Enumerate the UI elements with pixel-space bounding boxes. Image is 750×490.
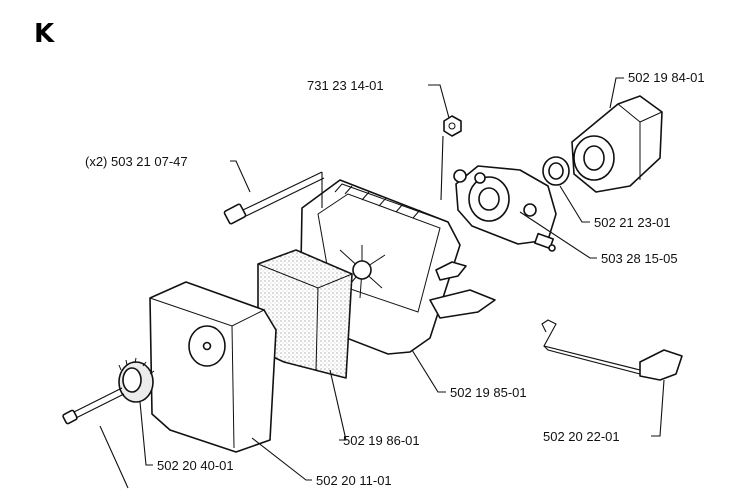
intake-flange [571, 95, 663, 193]
choke-rod [541, 319, 683, 381]
label-intake-flange: 502 19 84-01 [628, 70, 705, 85]
label-knob: 502 20 40-01 [157, 458, 234, 473]
label-filter-insert: 502 19 86-01 [343, 433, 420, 448]
screw-lower [62, 387, 125, 425]
label-carburetor: 503 28 15-05 [601, 251, 678, 266]
section-letter: K [34, 19, 55, 49]
gasket [542, 156, 570, 186]
nut [443, 115, 462, 137]
label-gasket: 502 21 23-01 [594, 215, 671, 230]
filter-insert [257, 249, 353, 379]
label-screw: (x2) 503 21 07-47 [85, 154, 188, 169]
label-nut: 731 23 14-01 [307, 78, 384, 93]
label-filter-housing: 502 19 85-01 [450, 385, 527, 400]
label-choke-rod: 502 20 22-01 [543, 429, 620, 444]
screw-upper [223, 171, 325, 225]
filter-cover [149, 281, 277, 453]
label-filter-cover: 502 20 11-01 [316, 473, 392, 488]
carburetor [453, 165, 557, 252]
knob [118, 357, 155, 403]
leader-lines [99, 77, 665, 489]
